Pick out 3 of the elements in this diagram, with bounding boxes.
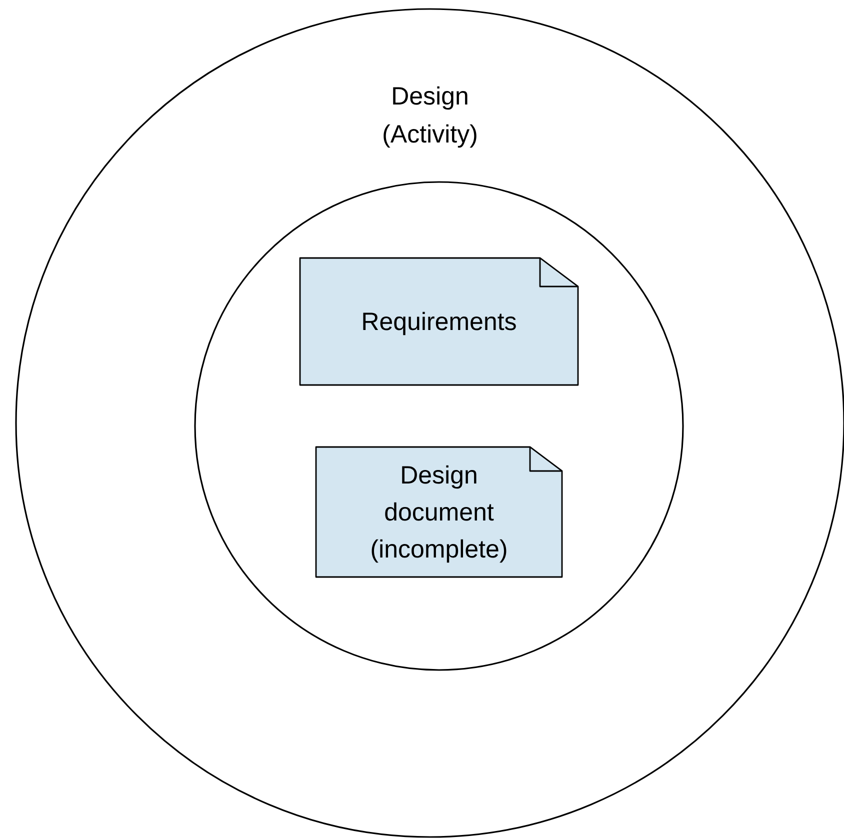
- inner-circle: [194, 181, 684, 671]
- document-box: Design document (incomplete): [315, 446, 563, 578]
- document-box: Requirements: [299, 257, 579, 386]
